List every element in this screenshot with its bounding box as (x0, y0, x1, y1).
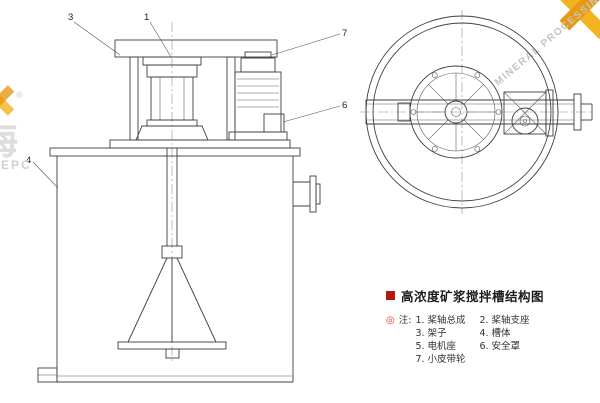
impeller-frame (117, 245, 227, 359)
outlet-pipe-flange (293, 175, 321, 213)
agitator-shaft (166, 148, 178, 246)
beam-end-flange (573, 93, 582, 131)
callout-6: 6 (342, 100, 347, 111)
motor (228, 51, 288, 141)
frame-right-column (226, 56, 236, 141)
legend-item-2: 2. 桨轴支座 (479, 315, 530, 326)
legend-item-3: 3. 架子 (415, 328, 447, 339)
platform (109, 139, 291, 149)
callout-3: 3 (68, 12, 73, 23)
legend-item-8 (479, 353, 529, 366)
callout-4: 4 (26, 155, 31, 166)
tank-rim (49, 147, 301, 157)
red-circle-bullet-icon: ◎ (386, 315, 395, 326)
cross-beam (365, 93, 593, 131)
logo-x-stroke-icon (559, 0, 600, 31)
legend-item-4: 4. 槽体 (479, 328, 511, 339)
legend-notes: ◎ 注: 1. 桨轴总成 2. 桨轴支座 3. 架子 4. 槽体 5. 电机座 … (386, 314, 530, 366)
red-square-bullet-icon (386, 291, 395, 300)
callouts: 3 1 7 6 4 (26, 12, 347, 189)
frame-left-column (129, 56, 139, 141)
watermark-diagonal-text: MINERAL PROCESSING EPC (493, 0, 600, 88)
impeller-wheel (409, 65, 503, 159)
front-view (37, 22, 321, 383)
legend-items: 1. 桨轴总成 2. 桨轴支座 3. 架子 4. 槽体 5. 电机座 6. 安全… (415, 314, 529, 366)
drive-bracket (503, 89, 554, 137)
top-view (360, 10, 594, 214)
note-label: 注: (398, 315, 412, 326)
drive-pulley (511, 107, 539, 135)
legend-title-row: 高浓度矿浆搅拌槽结构图 (386, 286, 544, 305)
watermark-top-right: MINERAL PROCESSING EPC (493, 0, 600, 88)
belt-guard (114, 39, 278, 58)
impeller-blade (165, 348, 180, 359)
legend-item-6: 6. 安全罩 (479, 341, 521, 352)
tank-body (56, 156, 294, 383)
callout-1: 1 (144, 12, 149, 23)
legend-item-5: 5. 电机座 (415, 341, 457, 352)
diagram-title: 高浓度矿浆搅拌槽结构图 (401, 289, 545, 304)
tank-inner-shell (372, 22, 552, 202)
motor-base (228, 131, 288, 141)
drain-box (37, 367, 58, 383)
legend-item-1: 1. 桨轴总成 (415, 315, 466, 326)
legend-item-7: 7. 小皮带轮 (415, 354, 466, 365)
callout-7: 7 (342, 28, 347, 39)
